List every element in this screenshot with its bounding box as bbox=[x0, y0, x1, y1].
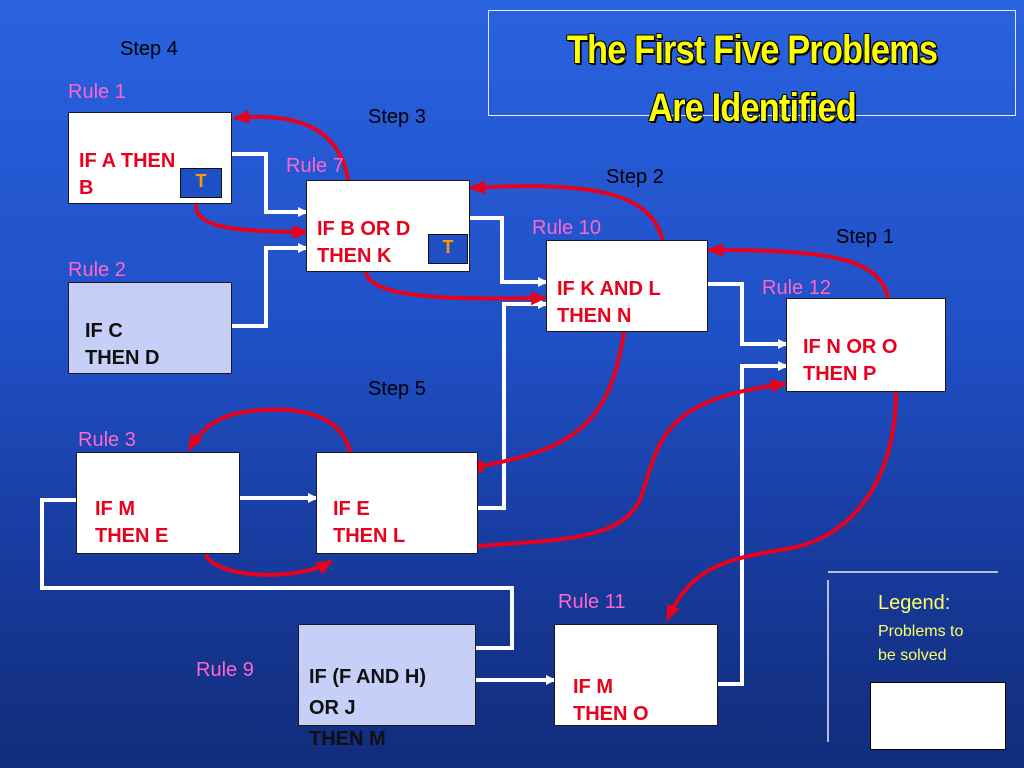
rule-12-text: IF N OR O THEN P bbox=[803, 336, 898, 385]
title-frame bbox=[488, 10, 1016, 116]
rule-3-box: IF M THEN E bbox=[76, 452, 240, 554]
legend-line-1: Problems to bbox=[878, 623, 964, 640]
red-arrow-rule3-to-ruleE bbox=[204, 554, 333, 577]
step-1-label: Step 1 bbox=[836, 226, 894, 248]
rule-2-label: Rule 2 bbox=[68, 259, 126, 281]
rule-7-true-flag: T bbox=[428, 234, 468, 264]
legend-sample-box bbox=[870, 682, 1006, 750]
red-arrow-step4-rule7-to-rule1 bbox=[233, 109, 350, 182]
rule-2-text: IF C THEN D bbox=[85, 320, 160, 369]
red-arrow-rule1-flag-to-rule7 bbox=[194, 204, 309, 239]
step-2-label: Step 2 bbox=[606, 166, 664, 188]
rule-10-box: IF K AND L THEN N bbox=[546, 240, 708, 332]
red-arrow-rule10-to-ruleE bbox=[467, 330, 626, 473]
connector-rule11-to-rule12 bbox=[718, 361, 788, 686]
rule-3-text: IF M THEN E bbox=[95, 498, 169, 547]
rule-10-text: IF K AND L THEN N bbox=[557, 278, 661, 327]
rule-10-label: Rule 10 bbox=[532, 217, 601, 239]
rule-1-text: IF A THEN B bbox=[79, 150, 176, 199]
rule-11-label: Rule 11 bbox=[558, 591, 626, 613]
rule-e-box: IF E THEN L bbox=[316, 452, 478, 554]
rule-e-text: IF E THEN L bbox=[333, 498, 406, 547]
rule-7-text: IF B OR D THEN K bbox=[317, 218, 411, 267]
rule-9-text: IF (F AND H) OR J THEN M bbox=[309, 666, 427, 750]
rule-9-box: IF (F AND H) OR J THEN M bbox=[298, 624, 476, 750]
title-line-2: Are Identified bbox=[648, 86, 857, 130]
rule-11-box: IF M THEN O bbox=[554, 624, 718, 726]
step-3-label: Step 3 bbox=[368, 106, 426, 128]
red-arrow-rule7-to-rule10 bbox=[364, 270, 547, 306]
red-arrow-rule12-to-rule11 bbox=[666, 390, 898, 621]
red-arrow-step5-ruleE-to-rule3 bbox=[188, 407, 352, 454]
rule-7-box: IF B OR D THEN K bbox=[306, 180, 470, 272]
connector-ruleE-to-rule10 bbox=[478, 299, 548, 510]
connector-rule10-to-rule12 bbox=[708, 282, 788, 349]
connector-rule7-to-rule10 bbox=[470, 216, 548, 287]
rule-3-label: Rule 3 bbox=[78, 429, 136, 451]
rule-12-label: Rule 12 bbox=[762, 277, 831, 299]
step-4-label: Step 4 bbox=[120, 38, 178, 60]
rule-1-true-flag: T bbox=[180, 168, 222, 198]
rule-11-text: IF M THEN O bbox=[573, 676, 649, 725]
connector-rule1-to-rule7 bbox=[232, 152, 308, 217]
connector-rule2-to-rule7 bbox=[232, 243, 308, 328]
rule-7-label: Rule 7 bbox=[286, 155, 344, 177]
connector-rule9-to-rule3 bbox=[40, 498, 514, 650]
rule-1-label: Rule 1 bbox=[68, 81, 126, 103]
title-line-1: The First Five Problems bbox=[566, 28, 938, 72]
red-arrow-step1-rule12-to-rule10 bbox=[707, 243, 890, 300]
rule-12-box: IF N OR O THEN P bbox=[786, 298, 946, 392]
legend-title: Legend: bbox=[878, 592, 951, 614]
rule-2-box: IF C THEN D bbox=[68, 282, 232, 374]
step-5-label: Step 5 bbox=[368, 378, 426, 400]
legend-line-2: be solved bbox=[878, 647, 947, 664]
red-arrow-ruleE-to-rule12 bbox=[476, 378, 787, 548]
rule-9-label: Rule 9 bbox=[196, 659, 254, 681]
red-arrow-step2-rule10-to-rule7 bbox=[469, 180, 664, 240]
